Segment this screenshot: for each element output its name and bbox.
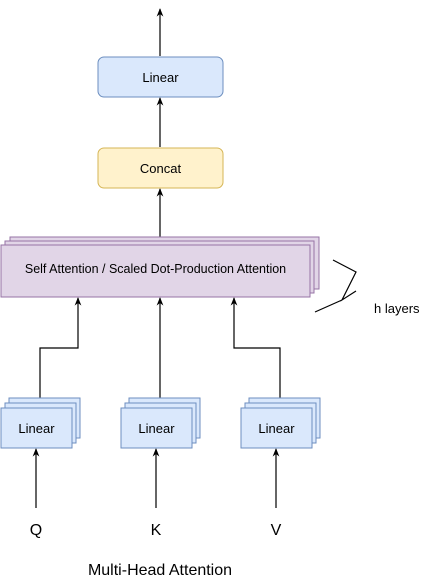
- k-linear-label: Linear: [138, 421, 175, 436]
- brace-shape: [314, 259, 357, 313]
- concat-block: Concat: [97, 147, 224, 189]
- attention-label: Self Attention / Scaled Dot-Production A…: [25, 262, 286, 276]
- layers-brace: h layers: [314, 259, 420, 316]
- final-linear-box: [97, 56, 224, 98]
- diagram-caption: Multi-Head Attention: [88, 562, 232, 578]
- final-linear-label: Linear: [142, 70, 179, 85]
- layers-label: h layers: [374, 301, 420, 316]
- attention-layer-front: [0, 244, 311, 298]
- concat-label: Concat: [140, 161, 182, 176]
- k-linear-stack: Linear: [120, 397, 201, 449]
- q-linear-layer-front: [0, 407, 73, 449]
- concat-box: [97, 147, 224, 189]
- v-input-label: V: [271, 522, 282, 539]
- v-linear-label: Linear: [258, 421, 295, 436]
- k-linear-layer-front: [120, 407, 193, 449]
- attention-stack: Self Attention / Scaled Dot-Production A…: [0, 236, 320, 298]
- v-linear-layer-front: [240, 407, 313, 449]
- v-connector: [230, 297, 281, 398]
- v-linear-stack: Linear: [240, 397, 321, 449]
- q-connector: [39, 297, 82, 398]
- q-linear-label: Linear: [18, 421, 55, 436]
- k-input-label: K: [151, 522, 162, 539]
- final-linear-block: Linear: [97, 56, 224, 98]
- q-input-label: Q: [30, 522, 42, 539]
- q-linear-stack: Linear: [0, 397, 81, 449]
